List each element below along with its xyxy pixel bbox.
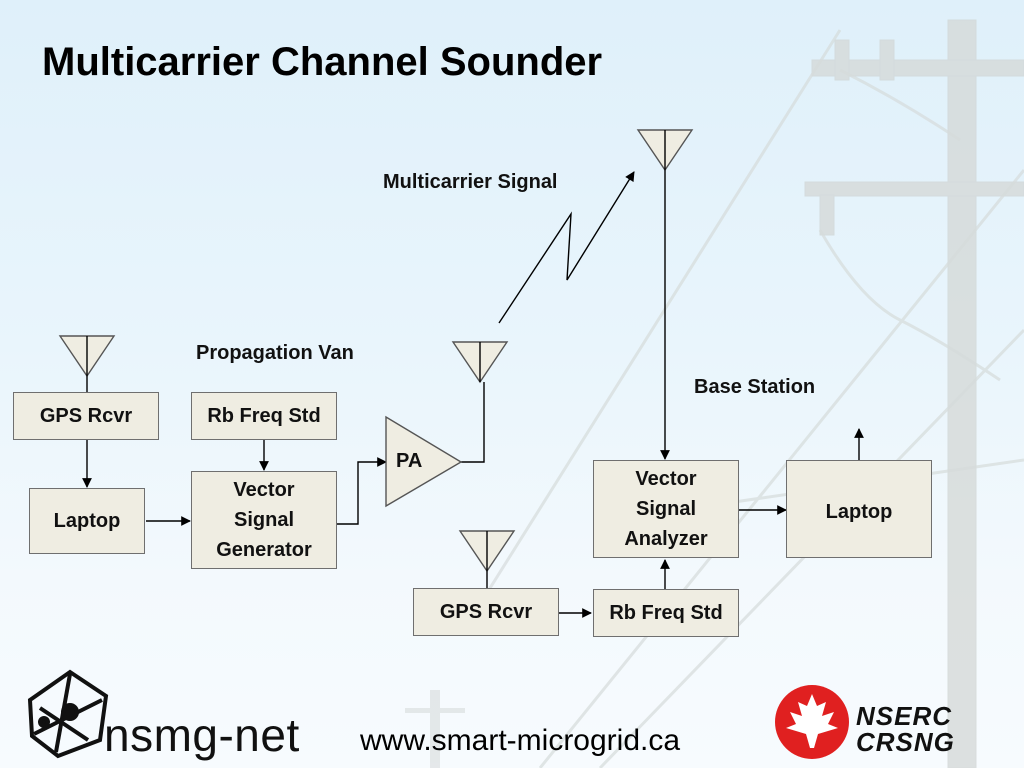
vsg-line-3: Generator	[216, 539, 312, 561]
vector-signal-analyzer-block: Vector Signal Analyzer	[593, 460, 739, 558]
antenna-icon	[58, 335, 116, 392]
nsmg-net-logo-text: nsmg-net	[104, 709, 300, 761]
crsng-text: CRSNG	[856, 727, 955, 757]
van-rb-freq-std-label: Rb Freq Std	[207, 405, 321, 427]
base-laptop-block: Laptop	[786, 460, 932, 558]
van-rb-freq-std-block: Rb Freq Std	[191, 392, 337, 440]
pa-label: PA	[396, 450, 423, 472]
antenna-icon	[451, 341, 509, 384]
propagation-van-label: Propagation Van	[196, 342, 354, 364]
maple-leaf-icon	[775, 685, 849, 759]
vsa-line-2: Signal	[635, 498, 696, 520]
vsg-line-2: Signal	[233, 509, 294, 531]
nserc-text: NSERC	[856, 701, 953, 731]
vsg-line-1: Vector	[233, 479, 295, 501]
van-gps-label: GPS Rcvr	[39, 405, 133, 427]
antenna-icon	[458, 530, 516, 588]
nsmg-logo-icon	[27, 669, 109, 759]
vsa-line-1: Vector	[635, 468, 697, 490]
base-gps-label: GPS Rcvr	[439, 601, 533, 623]
van-laptop-block: Laptop	[29, 488, 145, 554]
van-laptop-label: Laptop	[53, 510, 121, 532]
base-rb-freq-std-block: Rb Freq Std	[593, 589, 739, 637]
page-title: Multicarrier Channel Sounder	[42, 40, 603, 84]
antenna-icon	[636, 129, 694, 172]
base-rb-freq-std-label: Rb Freq Std	[609, 602, 723, 624]
website-url: www.smart-microgrid.ca	[360, 724, 681, 757]
nserc-crsng-wordmark: NSERC CRSNG	[856, 703, 955, 755]
power-amplifier	[385, 415, 463, 508]
base-station-label: Base Station	[694, 376, 816, 398]
van-gps-receiver-block: GPS Rcvr	[13, 392, 159, 440]
base-laptop-label: Laptop	[825, 501, 893, 523]
multicarrier-signal-label: Multicarrier Signal	[383, 171, 558, 193]
base-gps-receiver-block: GPS Rcvr	[413, 588, 559, 636]
vsa-line-3: Analyzer	[624, 528, 708, 550]
vector-signal-generator-block: Vector Signal Generator	[191, 471, 337, 569]
